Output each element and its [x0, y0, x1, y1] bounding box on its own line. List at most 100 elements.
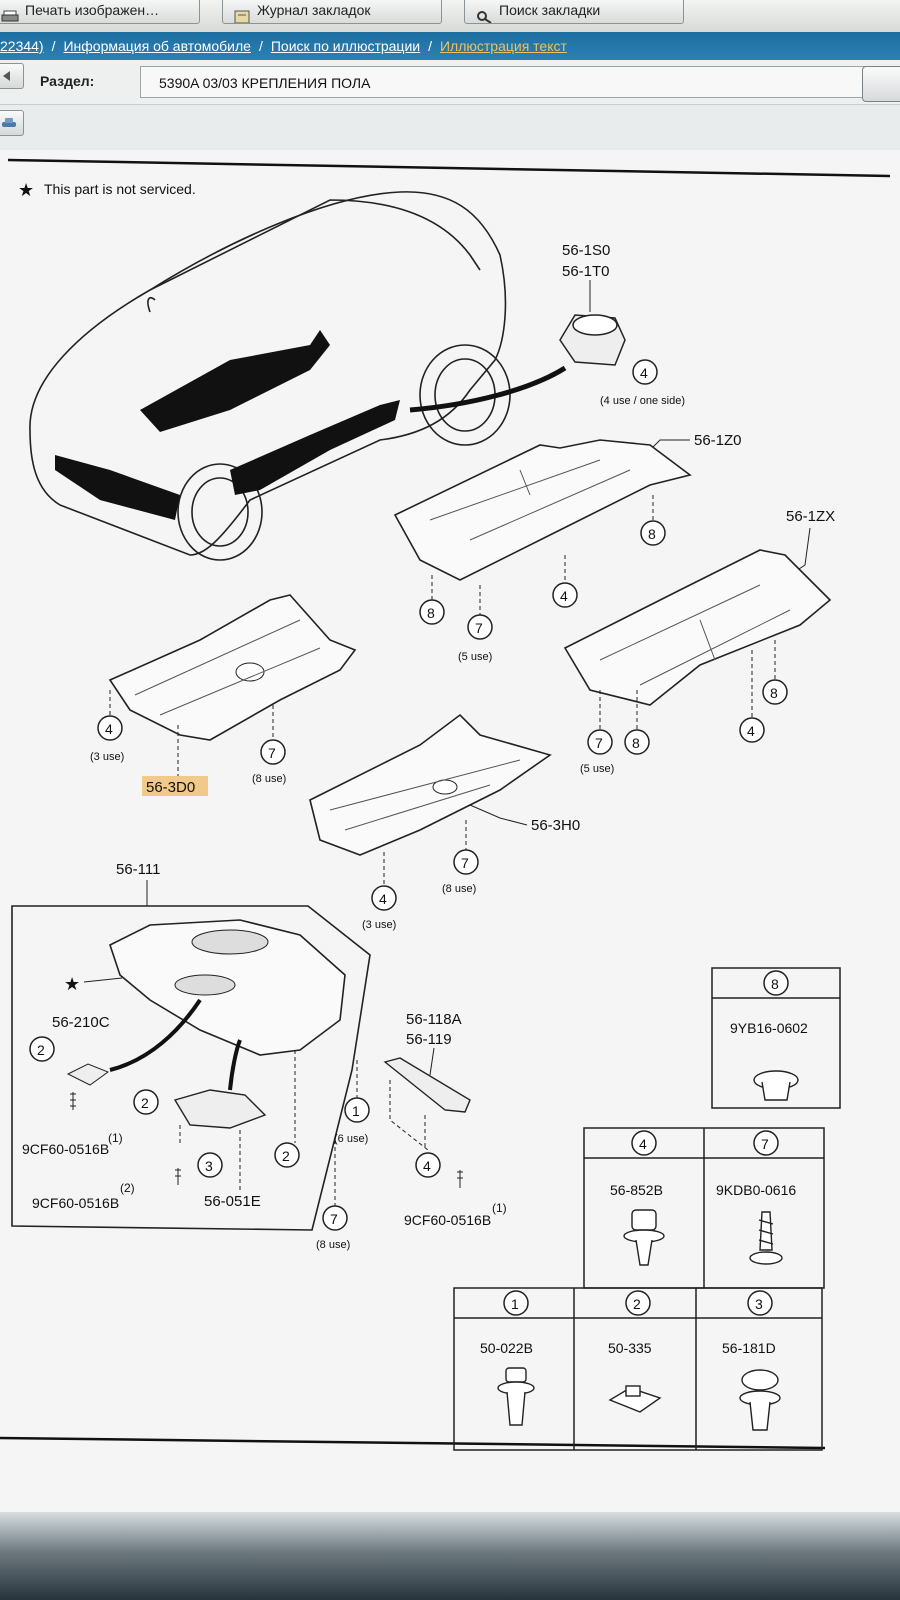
callout-number: 7: [268, 745, 276, 761]
table-ref-8: [763, 970, 789, 996]
breadcrumb: 22344) / Информация об автомобиле / Поиск по…: [0, 32, 900, 60]
section-label: Раздел:: [40, 73, 95, 89]
part-label-9cf60-0516b: 9CF60-0516B: [404, 1212, 491, 1228]
callout-2: [133, 1089, 159, 1115]
breadcrumb-current-item[interactable]: Иллюстрация текст: [439, 38, 567, 54]
callout-number: 7: [475, 620, 483, 636]
assembly-frame: [11, 905, 371, 1231]
back-arrow-button[interactable]: [0, 63, 24, 89]
qty-8-use: (8 use): [442, 883, 476, 895]
callout-number: 1: [352, 1103, 360, 1119]
screw-icon: [457, 1170, 463, 1188]
part-label-56-210c: 56-210C: [52, 1014, 110, 1031]
callout-8: [624, 729, 650, 755]
bracket-56-210c: [66, 1063, 110, 1086]
part-label-56-3d0[interactable]: 56-3D0: [146, 779, 195, 796]
callout-number: 2: [282, 1148, 290, 1164]
table-ref-number: 8: [771, 976, 779, 992]
note-text: This part is not serviced.: [44, 181, 196, 197]
table-ref-7: [753, 1130, 779, 1156]
section-field: 5390A 03/03 КРЕПЛЕНИЯ ПОЛА: [140, 66, 900, 98]
push-rivet-icon: [739, 1369, 781, 1431]
breadcrumb-vehicle-info-link[interactable]: Информация об автомобиле: [63, 38, 251, 54]
bookmark-journal-label: Журнал закладок: [257, 2, 371, 18]
callout-8: [762, 679, 788, 705]
search-bookmark-icon: [475, 4, 493, 23]
table-ref-1: [503, 1290, 529, 1316]
callout-4: [552, 582, 578, 608]
leader-arrow: [228, 1039, 242, 1091]
table-part-number: 56-852B: [610, 1182, 663, 1198]
breadcrumb-root-link[interactable]: 22344): [0, 38, 44, 54]
part-label-56-111: 56-111: [116, 861, 160, 878]
callout-7: [587, 729, 613, 755]
vehicle-button[interactable]: [0, 110, 24, 136]
callout-4: [739, 717, 765, 743]
top-toolbar: Печать изображен… Журнал закладок Поиск …: [0, 0, 900, 33]
panel-recess: [174, 974, 236, 996]
cover-56-051e: [173, 1089, 267, 1129]
part-label-9cf60-0516b: 9CF60-0516B: [22, 1141, 109, 1157]
search-bookmark-button[interactable]: Поиск закладки: [464, 0, 684, 24]
print-image-label: Печать изображен…: [25, 2, 160, 18]
qty-1: (1): [108, 1131, 123, 1145]
rivet-icon: [497, 1367, 535, 1426]
bookmark-journal-button[interactable]: Журнал закладок: [222, 0, 442, 24]
bracket-56-118a: [383, 1057, 471, 1113]
qty-3-use: (3 use): [362, 919, 396, 931]
leader-lines: [294, 1050, 358, 1206]
breadcrumb-illustration-search-link[interactable]: Поиск по иллюстрации: [270, 38, 421, 54]
breadcrumb-separator: /: [428, 38, 432, 54]
leader-lines: [109, 690, 274, 776]
qty-1: (1): [492, 1201, 507, 1215]
callout-number: 4: [105, 721, 113, 737]
panel-ribs: [599, 584, 791, 686]
table-ref-number: 1: [511, 1296, 519, 1312]
print-image-button[interactable]: Печать изображен…: [0, 0, 200, 24]
table-part-number: 50-022B: [480, 1340, 533, 1356]
screw-icon: [749, 1211, 783, 1265]
under-cover-56-1z0: [393, 439, 692, 581]
under-cover-56-3d0: [108, 594, 357, 741]
leader-line: [83, 977, 123, 983]
table-part-number: 9KDB0-0616: [716, 1182, 796, 1198]
table-ref-number: 3: [755, 1296, 763, 1312]
panel-ribs: [429, 459, 631, 541]
qty-5-use: (5 use): [580, 763, 614, 775]
leader-lines: [389, 1080, 429, 1151]
callout-number: 8: [770, 685, 778, 701]
leader-line: [429, 1047, 435, 1076]
callout-number: 4: [640, 365, 648, 381]
table-ref-number: 7: [761, 1136, 769, 1152]
callout-4: [371, 885, 397, 911]
window-control-button[interactable]: [862, 66, 900, 102]
screw-icon: [175, 1168, 181, 1185]
qty-3-use: (3 use): [90, 751, 124, 763]
highlight-marker: [142, 776, 208, 796]
under-cover-56-3h0: [309, 713, 552, 856]
push-pin-icon: [753, 1070, 799, 1101]
vehicle-outline: [29, 191, 511, 561]
not-serviced-star-icon: ★: [64, 974, 80, 994]
qty-8-use: (8 use): [252, 773, 286, 785]
car-icon: [2, 118, 16, 127]
vehicle-underbody-panels: [55, 330, 400, 520]
callout-number: 7: [330, 1211, 338, 1227]
illustration-bottom-border: [0, 1436, 826, 1450]
table-ref-4: [631, 1130, 657, 1156]
monitor-bezel: [0, 1512, 900, 1600]
qty-5-use: (5 use): [458, 651, 492, 663]
callout-2: [274, 1142, 300, 1168]
printer-icon: [1, 4, 19, 22]
leader-lines: [431, 495, 654, 615]
clip-icon: [623, 1209, 665, 1266]
part-label-56-1zx: 56-1ZX: [786, 508, 835, 525]
note-star-icon: ★: [18, 180, 34, 200]
part-label-56-1z0: 56-1Z0: [694, 432, 742, 449]
callout-number: 8: [427, 605, 435, 621]
callout-number: 2: [37, 1042, 45, 1058]
breadcrumb-separator: /: [51, 38, 56, 54]
fastener-table: [453, 967, 841, 1451]
part-label-56-1t0: 56-1T0: [562, 263, 610, 280]
